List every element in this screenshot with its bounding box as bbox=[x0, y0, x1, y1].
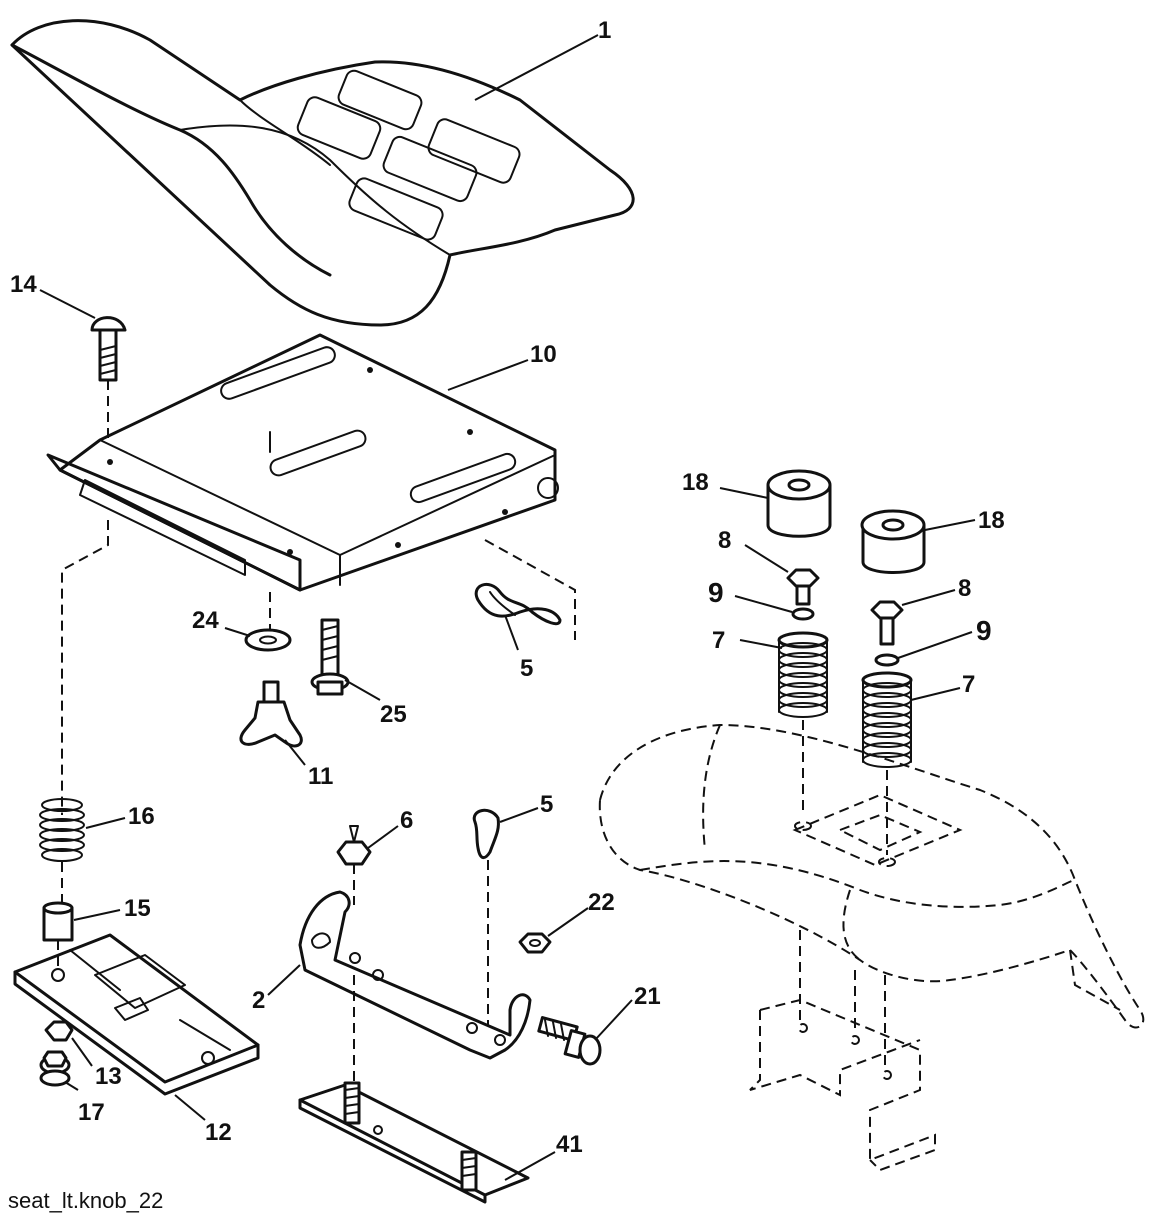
bumper-right bbox=[860, 509, 926, 574]
leader-5b bbox=[499, 807, 539, 823]
callout-16: 16 bbox=[128, 803, 155, 830]
washer-9-right bbox=[874, 653, 900, 667]
leader-18b bbox=[924, 519, 976, 531]
leader-21 bbox=[594, 999, 633, 1041]
bolt-25 bbox=[310, 618, 350, 696]
leader-7a bbox=[739, 639, 783, 649]
callout-9a: 9 bbox=[708, 577, 724, 608]
nut-13 bbox=[44, 1020, 74, 1042]
callout-8b: 8 bbox=[958, 575, 971, 602]
callout-6: 6 bbox=[400, 807, 413, 834]
bumper-left bbox=[766, 469, 832, 538]
bolt-8-left bbox=[786, 568, 820, 606]
callout-5a: 5 bbox=[520, 655, 533, 682]
plate-41 bbox=[298, 975, 530, 1204]
callout-15: 15 bbox=[124, 895, 151, 922]
nut-6 bbox=[336, 825, 372, 866]
spring-clip-lower bbox=[472, 808, 500, 859]
callout-10: 10 bbox=[530, 341, 557, 368]
seat-pan bbox=[46, 333, 559, 592]
callout-11: 11 bbox=[308, 763, 333, 790]
diagram-caption: seat_lt.knob_22 bbox=[8, 1188, 164, 1213]
callout-9b: 9 bbox=[976, 615, 992, 646]
callout-1: 1 bbox=[598, 17, 611, 44]
leader-17 bbox=[64, 1081, 79, 1091]
leader-25 bbox=[344, 679, 381, 701]
callout-21: 21 bbox=[634, 983, 661, 1010]
callout-17: 17 bbox=[78, 1099, 105, 1126]
callout-7a: 7 bbox=[712, 627, 725, 654]
spring-16 bbox=[39, 798, 85, 862]
callout-25: 25 bbox=[380, 701, 407, 728]
callout-5b: 5 bbox=[540, 791, 553, 818]
washer-24 bbox=[244, 628, 292, 652]
frame-outline bbox=[749, 930, 936, 1172]
bolt-8-right bbox=[870, 600, 904, 646]
dash-pan-clip bbox=[484, 539, 576, 640]
leader-16 bbox=[85, 817, 126, 829]
seat-bracket bbox=[298, 890, 532, 1060]
spring-7-right bbox=[861, 671, 913, 768]
callout-2: 2 bbox=[252, 987, 265, 1014]
nut-22 bbox=[518, 932, 552, 954]
leader-10 bbox=[447, 359, 529, 391]
seat-cushion bbox=[10, 19, 635, 327]
washer-9-left bbox=[791, 607, 815, 621]
callout-24: 24 bbox=[192, 607, 219, 634]
leader-2 bbox=[267, 964, 301, 996]
leader-5a bbox=[504, 614, 519, 651]
spacer-15 bbox=[42, 901, 74, 942]
nut-17 bbox=[39, 1050, 71, 1087]
leader-22 bbox=[547, 907, 589, 937]
leader-41 bbox=[504, 1151, 556, 1181]
leader-14 bbox=[39, 289, 96, 319]
callout-14: 14 bbox=[10, 271, 37, 298]
callout-22: 22 bbox=[588, 889, 615, 916]
callout-41: 41 bbox=[556, 1131, 583, 1158]
dash-pan-left bbox=[61, 520, 109, 815]
callout-18a: 18 bbox=[682, 469, 709, 496]
leader-24 bbox=[224, 627, 251, 637]
callout-12: 12 bbox=[205, 1119, 232, 1146]
spring-7-left bbox=[777, 631, 829, 718]
leader-6 bbox=[367, 825, 399, 849]
bolt-21 bbox=[537, 1016, 602, 1066]
knob bbox=[239, 680, 303, 748]
leader-9a bbox=[734, 595, 793, 613]
fender-outline bbox=[598, 723, 1145, 1029]
leader-12 bbox=[174, 1094, 206, 1121]
callout-8a: 8 bbox=[718, 527, 731, 554]
leader-7b bbox=[910, 687, 961, 701]
leader-15 bbox=[73, 909, 121, 921]
leader-8a bbox=[744, 544, 789, 573]
leader-13 bbox=[71, 1037, 93, 1067]
leader-18a bbox=[719, 487, 769, 499]
callout-18b: 18 bbox=[978, 507, 1005, 534]
leader-1 bbox=[474, 34, 599, 101]
callout-13: 13 bbox=[95, 1063, 122, 1090]
slide-plate bbox=[13, 933, 260, 1096]
leader-11 bbox=[284, 739, 306, 766]
spring-clip-upper bbox=[474, 582, 562, 626]
callout-7b: 7 bbox=[962, 671, 975, 698]
leader-9b bbox=[897, 631, 973, 659]
carriage-bolt bbox=[90, 316, 127, 382]
leader-8b bbox=[901, 589, 956, 606]
